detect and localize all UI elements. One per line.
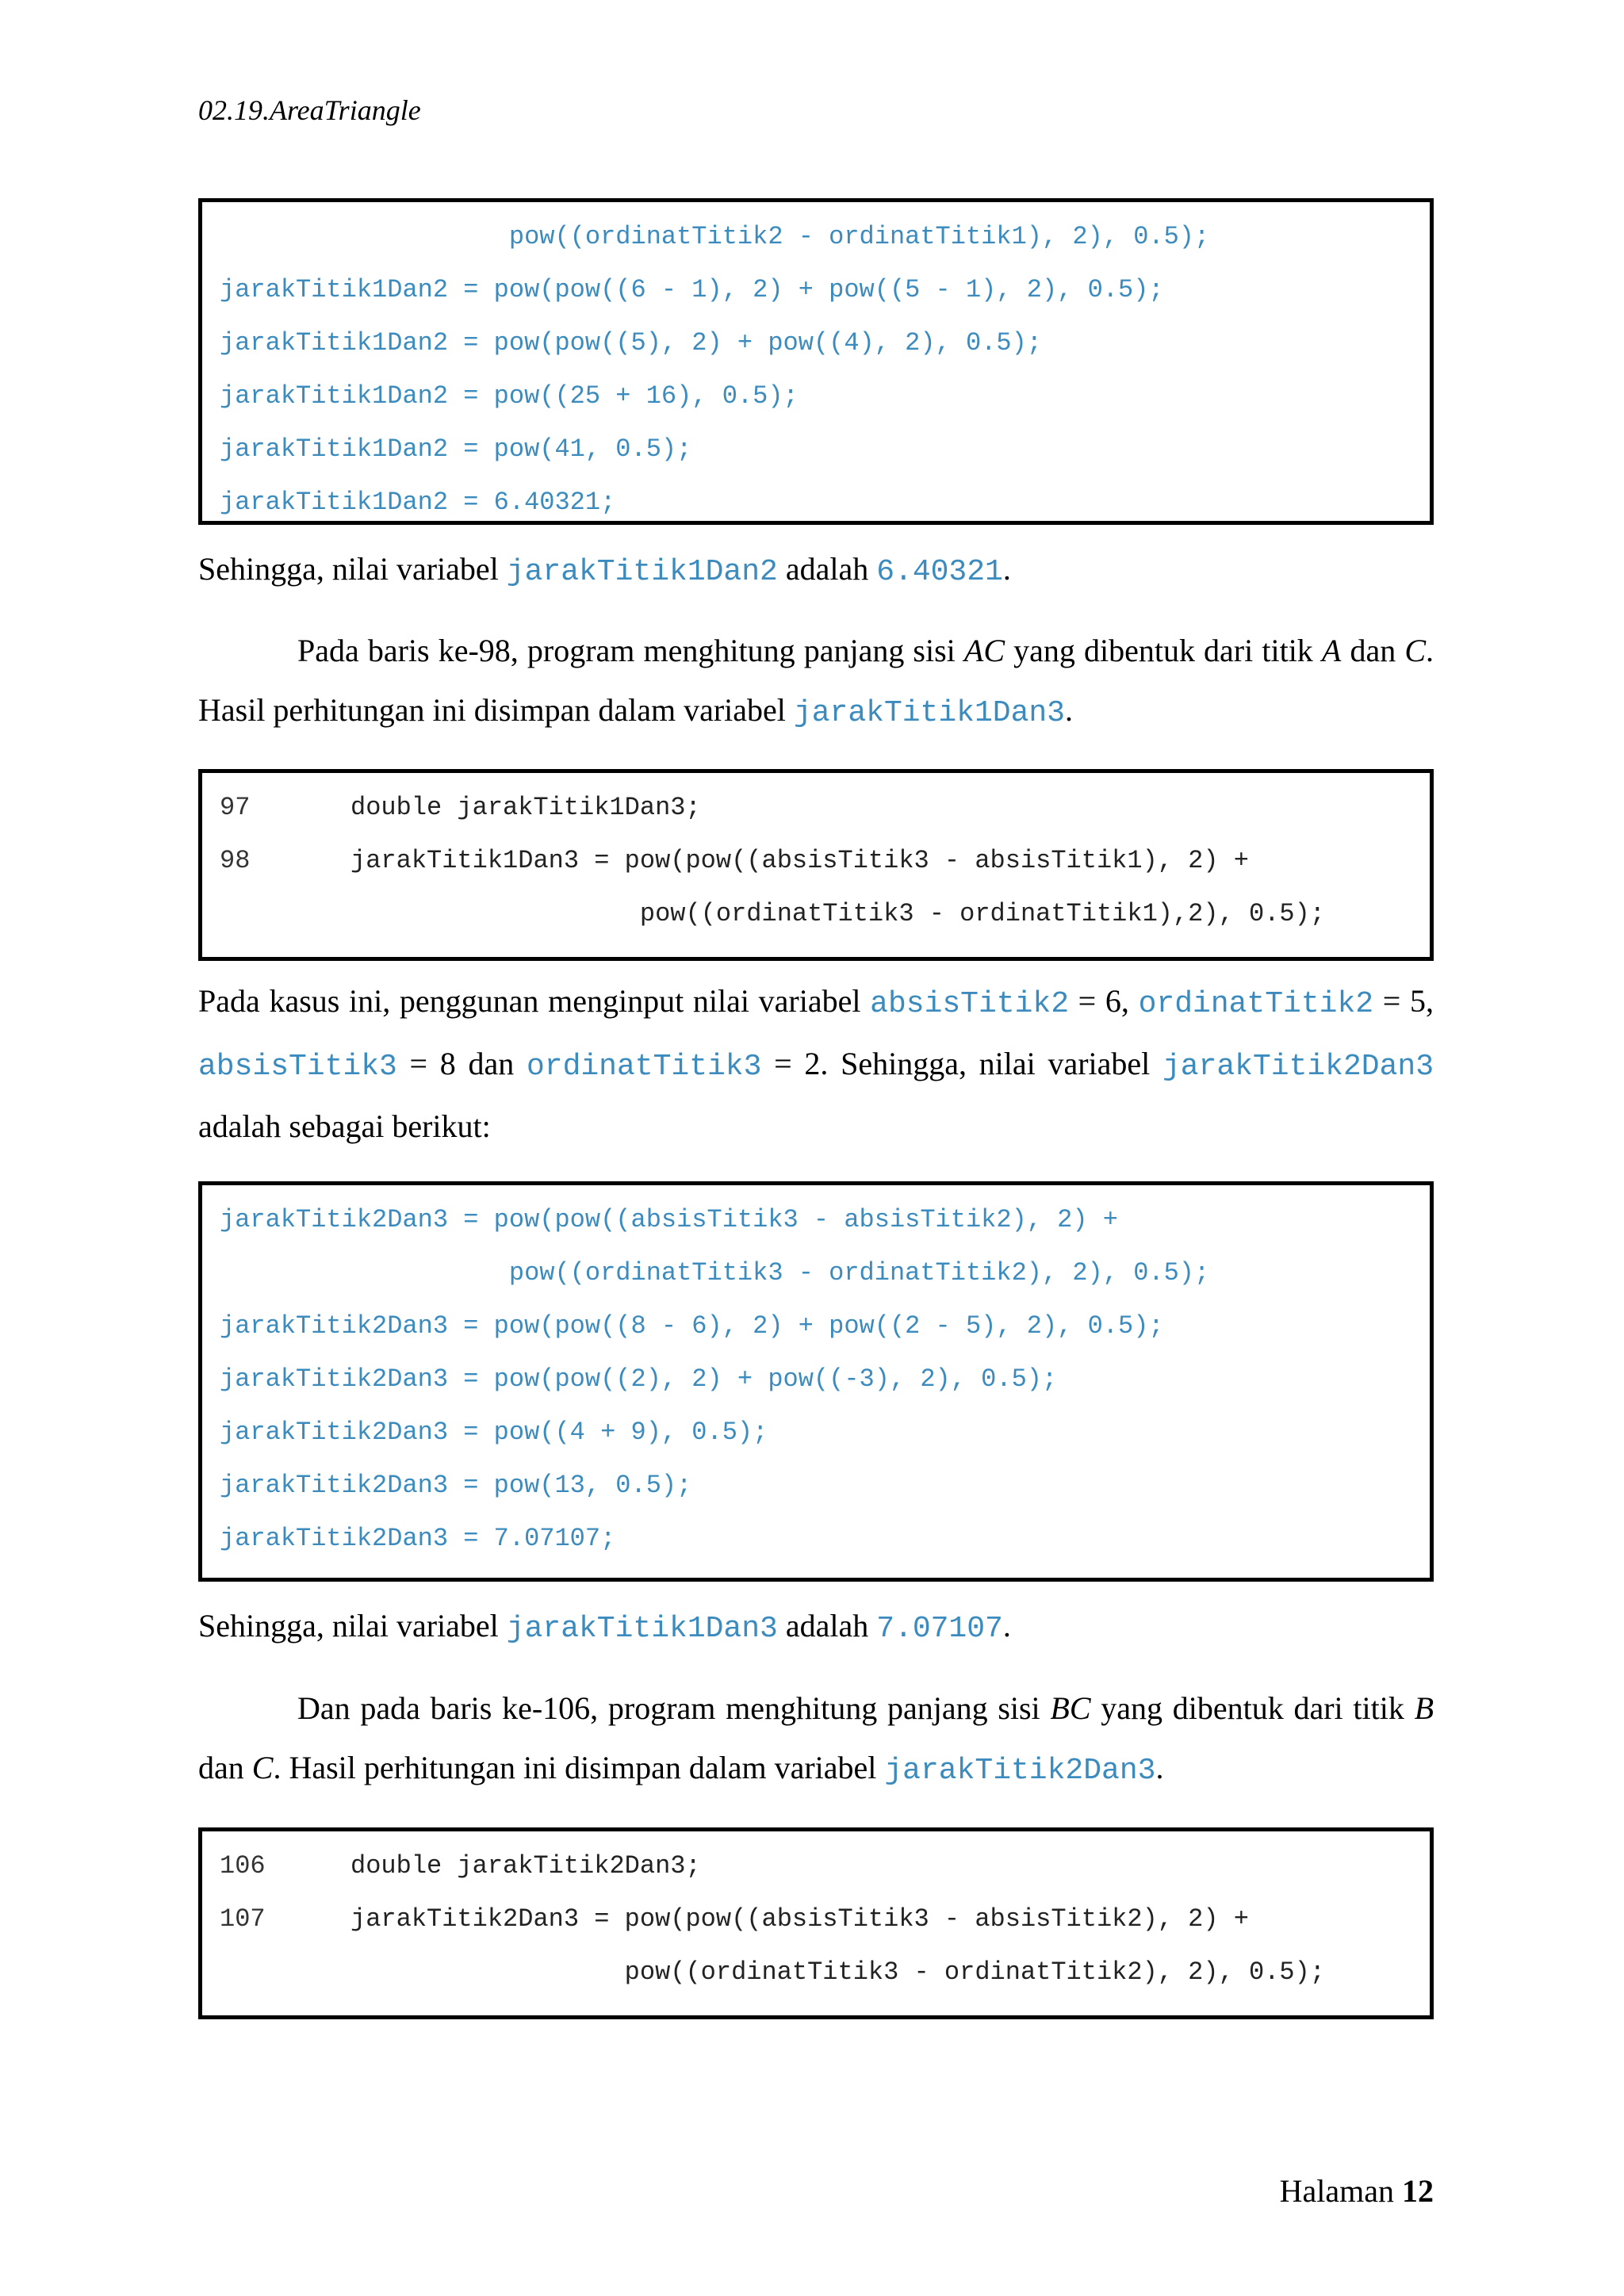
paragraph-result-1: Sehingga, nilai variabel jarakTitik1Dan2… xyxy=(198,551,1011,589)
code-line: jarakTitik1Dan2 = pow(pow((6 - 1), 2) + … xyxy=(220,275,1164,304)
line-number: 98 xyxy=(220,846,251,875)
variable-name: jarakTitik2Dan3 xyxy=(1162,1050,1434,1084)
paragraph-line-106: Dan pada baris ke-106, program menghitun… xyxy=(198,1690,1434,1788)
code-line: jarakTitik1Dan2 = pow((25 + 16), 0.5); xyxy=(220,381,799,411)
variable-name: ordinatTitik3 xyxy=(526,1050,762,1084)
variable-value: 7.07107 xyxy=(876,1612,1003,1646)
math-symbol: C xyxy=(1404,633,1426,668)
paragraph-result-2: Sehingga, nilai variabel jarakTitik1Dan3… xyxy=(198,1608,1011,1646)
variable-name: jarakTitik1Dan3 xyxy=(506,1612,778,1646)
code-line: jarakTitik2Dan3 = pow(13, 0.5); xyxy=(220,1471,692,1500)
variable-name: absisTitik3 xyxy=(198,1050,397,1084)
code-line: pow((ordinatTitik3 - ordinatTitik2), 2),… xyxy=(220,1258,1210,1288)
paragraph-input-values: Pada kasus ini, penggunan menginput nila… xyxy=(198,983,1434,1144)
code-line: jarakTitik2Dan3 = 7.07107; xyxy=(220,1524,616,1553)
code-block-1: pow((ordinatTitik2 - ordinatTitik1), 2),… xyxy=(198,198,1434,525)
page-number: 12 xyxy=(1402,2173,1434,2209)
code-line: pow((ordinatTitik3 - ordinatTitik1),2), … xyxy=(350,899,1325,928)
variable-name: jarakTitik2Dan3 xyxy=(884,1754,1156,1788)
page-footer: Halaman 12 xyxy=(1280,2172,1434,2210)
math-symbol: BC xyxy=(1050,1690,1091,1726)
code-line: jarakTitik1Dan2 = 6.40321; xyxy=(220,488,616,517)
page-label: Halaman xyxy=(1279,2173,1394,2209)
line-number: 107 xyxy=(220,1904,266,1934)
line-number: 97 xyxy=(220,793,251,822)
variable-name: ordinatTitik2 xyxy=(1138,987,1374,1021)
code-line: pow((ordinatTitik2 - ordinatTitik1), 2),… xyxy=(220,222,1210,251)
code-line: jarakTitik1Dan2 = pow(pow((5), 2) + pow(… xyxy=(220,328,1042,358)
math-symbol: B xyxy=(1414,1690,1434,1726)
variable-name: absisTitik2 xyxy=(870,987,1069,1021)
code-line: jarakTitik2Dan3 = pow(pow((8 - 6), 2) + … xyxy=(220,1311,1164,1341)
code-line: pow((ordinatTitik3 - ordinatTitik2), 2),… xyxy=(350,1957,1325,1987)
variable-name: jarakTitik1Dan2 xyxy=(506,555,778,589)
variable-name: jarakTitik1Dan3 xyxy=(793,696,1065,730)
code-line: jarakTitik2Dan3 = pow(pow((2), 2) + pow(… xyxy=(220,1364,1058,1394)
code-block-3: jarakTitik2Dan3 = pow(pow((absisTitik3 -… xyxy=(198,1181,1434,1582)
page-header: 02.19.AreaTriangle xyxy=(198,94,421,126)
line-number: 106 xyxy=(220,1851,266,1881)
code-line: jarakTitik2Dan3 = pow(pow((absisTitik3 -… xyxy=(220,1205,1118,1234)
paragraph-line-98: Pada baris ke-98, program menghitung pan… xyxy=(198,633,1434,730)
variable-value: 6.40321 xyxy=(876,555,1003,589)
code-line: jarakTitik2Dan3 = pow((4 + 9), 0.5); xyxy=(220,1418,768,1447)
math-symbol: A xyxy=(1321,633,1342,668)
code-line: jarakTitik1Dan2 = pow(41, 0.5); xyxy=(220,434,692,464)
math-symbol: C xyxy=(251,1750,274,1785)
math-symbol: AC xyxy=(963,633,1005,668)
